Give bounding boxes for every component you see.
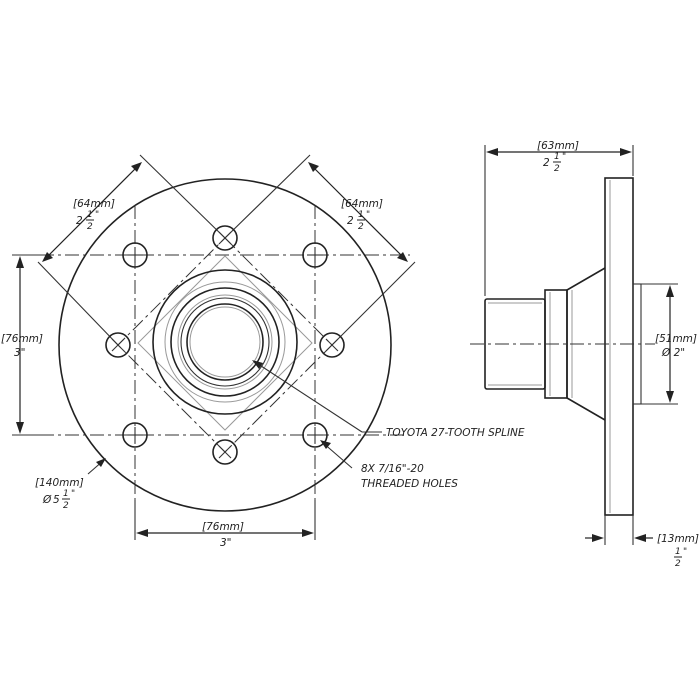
leader-spline-arrow bbox=[252, 360, 263, 369]
threaded-hole-plus-tr bbox=[302, 242, 328, 268]
ext-line-tl-1 bbox=[37, 261, 119, 346]
dim-top-left-metric: [64mm] bbox=[73, 198, 115, 210]
side-dim-length-unit: " bbox=[562, 152, 566, 162]
dim-top-left-num: 1 bbox=[87, 210, 93, 220]
dim-top-left-den: 2 bbox=[87, 222, 93, 232]
hub-ring-3 bbox=[177, 294, 273, 390]
arrow-tl-b bbox=[131, 162, 142, 172]
spline-bore bbox=[186, 303, 264, 381]
side-view: [63mm] 2 1 2 " [51mm] Ø 2" [13mm] 1 2 " bbox=[470, 140, 699, 569]
dim-bolt-circle-whole: 5 bbox=[53, 494, 60, 506]
dim-line-top-left bbox=[45, 165, 139, 259]
hub-ring-2 bbox=[170, 287, 280, 397]
side-arrow-flange-right bbox=[634, 534, 646, 542]
callout-holes-line1: 8X 7/16"-20 bbox=[361, 463, 424, 475]
arrow-tr-b bbox=[397, 252, 408, 262]
dim-bottom-metric: [76mm] bbox=[202, 521, 244, 533]
arrow-bottom-left bbox=[136, 529, 148, 537]
arrow-left-bottom bbox=[16, 422, 24, 434]
callout-spline: TOYOTA 27-TOOTH SPLINE bbox=[386, 427, 525, 439]
dim-bolt-circle-prefix: Ø bbox=[42, 494, 52, 506]
side-arrow-dia-top bbox=[666, 285, 674, 297]
ext-line-tr-1 bbox=[224, 154, 311, 239]
side-dim-flange-num: 1 bbox=[675, 547, 681, 557]
side-arrow-len-left bbox=[486, 148, 498, 156]
side-arrow-dia-bottom bbox=[666, 391, 674, 403]
threaded-hole-x-left bbox=[105, 332, 131, 358]
side-dim-length-num: 1 bbox=[554, 152, 560, 162]
side-flange bbox=[604, 177, 634, 516]
threaded-hole-plus-br bbox=[302, 422, 328, 448]
side-dim-length-whole: 2 bbox=[543, 157, 550, 169]
arrow-tr-a bbox=[308, 162, 319, 172]
spline-bore-inner bbox=[189, 306, 261, 378]
side-dim-dia-imperial: Ø 2" bbox=[661, 347, 685, 359]
leader-holes-arrow bbox=[320, 440, 331, 449]
dim-bolt-circle-metric: [140mm] bbox=[35, 477, 84, 489]
dim-left-metric: [76mm] bbox=[1, 333, 43, 345]
dim-top-left-unit: " bbox=[95, 210, 99, 220]
side-dim-flange-unit: " bbox=[683, 547, 687, 557]
side-dim-flange-den: 2 bbox=[675, 559, 681, 569]
ext-line-tr-2 bbox=[331, 261, 416, 346]
threaded-hole-x-right bbox=[319, 332, 345, 358]
dim-top-right-metric: [64mm] bbox=[341, 198, 383, 210]
flange-outer-circle bbox=[58, 178, 392, 512]
dim-top-right-num: 1 bbox=[358, 210, 364, 220]
dim-bolt-circle-unit: " bbox=[71, 489, 75, 499]
front-view: [64mm] 2 1 2 " [64mm] 2 1 2 " [76mm] 3" … bbox=[1, 154, 525, 549]
threaded-hole-x-bottom bbox=[212, 439, 238, 465]
dim-bolt-circle-num: 1 bbox=[63, 489, 69, 499]
dim-top-left-whole: 2 bbox=[76, 215, 83, 227]
arrow-tl-a bbox=[42, 252, 53, 262]
hub-ring-4 bbox=[180, 297, 270, 387]
threaded-hole-plus-tl bbox=[122, 242, 148, 268]
hub-ring-1 bbox=[164, 281, 286, 403]
dim-left-imperial: 3" bbox=[14, 347, 26, 359]
dim-top-right-den: 2 bbox=[358, 222, 364, 232]
dim-bolt-circle-den: 2 bbox=[63, 501, 69, 511]
dim-top-right-whole: 2 bbox=[347, 215, 354, 227]
side-arrow-len-right bbox=[620, 148, 632, 156]
callout-holes-line2: THREADED HOLES bbox=[361, 478, 458, 490]
hub-outer-circle bbox=[152, 269, 298, 415]
threaded-hole-plus-bl bbox=[122, 422, 148, 448]
hub-shoulder-outline bbox=[137, 255, 313, 431]
dim-bottom-imperial: 3" bbox=[220, 537, 232, 549]
side-dim-length-metric: [63mm] bbox=[537, 140, 579, 152]
side-dim-length-den: 2 bbox=[554, 164, 560, 174]
side-arrow-flange-left bbox=[592, 534, 604, 542]
dim-top-right-unit: " bbox=[366, 210, 370, 220]
arrow-bottom-right bbox=[302, 529, 314, 537]
ext-line-tl-2 bbox=[139, 154, 226, 239]
side-dim-dia-metric: [51mm] bbox=[655, 333, 697, 345]
leader-spline bbox=[254, 361, 363, 433]
threaded-hole-x-top bbox=[212, 225, 238, 251]
side-dim-flange-metric: [13mm] bbox=[657, 533, 699, 545]
arrow-left-top bbox=[16, 256, 24, 268]
dim-line-top-right bbox=[311, 165, 405, 259]
leader-bolt-circle-arrow bbox=[96, 458, 106, 467]
